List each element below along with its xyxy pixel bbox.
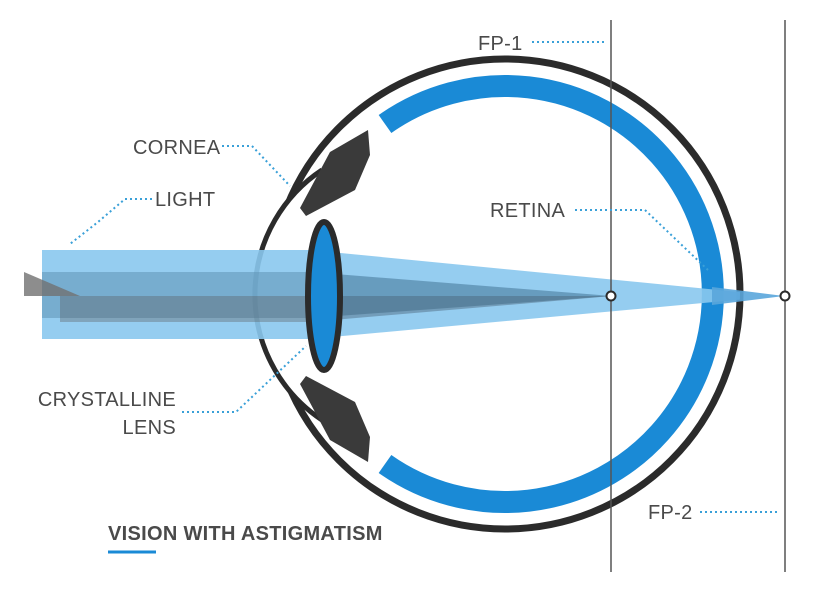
light-label: LIGHT	[155, 189, 215, 211]
fp2-label: FP-2	[648, 502, 693, 524]
ray-beyond-retina	[712, 287, 784, 305]
ray-fp1-cone	[310, 272, 612, 318]
lens-label-line1: CRYSTALLINE	[38, 389, 176, 411]
light-beam-core	[42, 272, 310, 318]
iris-lower	[300, 376, 370, 462]
light-beam-tip-upper	[24, 272, 80, 296]
fp1-focal-point	[605, 290, 617, 302]
cornea-leader	[222, 145, 291, 187]
retina-label: RETINA	[490, 200, 565, 222]
light-beam-shadow	[60, 296, 310, 322]
leader-lines	[69, 41, 780, 513]
iris	[300, 130, 370, 462]
iris-upper	[300, 130, 370, 216]
light-beam	[24, 250, 310, 339]
lens-label-line2: LENS	[123, 417, 176, 439]
refracted-rays	[310, 250, 740, 339]
retina-leader	[575, 209, 709, 271]
crystalline-lens	[305, 219, 343, 373]
cornea-label: CORNEA	[133, 137, 221, 159]
ray-fp1-shadow	[310, 296, 612, 322]
light-leader	[69, 198, 152, 245]
fp2-focal-point	[779, 290, 791, 302]
diagram-title: VISION WITH ASTIGMATISM	[108, 523, 383, 545]
fp1-label: FP-1	[478, 33, 523, 55]
